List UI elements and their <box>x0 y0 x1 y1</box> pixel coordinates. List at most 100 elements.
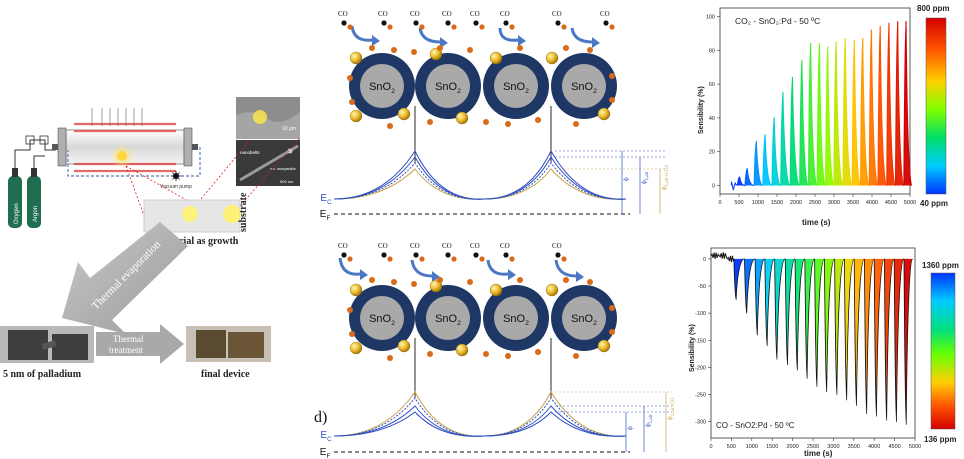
x-tick-label: 5000 <box>909 444 921 450</box>
gas-molecule-label: CO <box>552 10 562 18</box>
oxygen-atom-icon <box>419 256 425 262</box>
chart-bottom-colorbar <box>930 272 956 430</box>
sensor-pulse-line <box>825 46 835 187</box>
sensor-pulse-line <box>833 41 844 187</box>
x-tick-label: 2000 <box>790 200 802 206</box>
sensor-pulse-line <box>762 134 773 187</box>
carbon-atom-icon <box>503 252 509 258</box>
palladium-label: 5 nm of palladium <box>3 369 82 380</box>
x-tick-label: 0 <box>718 200 721 206</box>
oxygen-atom-icon <box>561 24 567 30</box>
carbon-atom-icon <box>341 20 347 26</box>
sensor-pulse-line <box>860 37 870 187</box>
gas-molecule-label: CO <box>600 10 610 18</box>
sensor-pulse-line <box>754 258 766 336</box>
sensor-pulse-line <box>736 176 746 187</box>
pd-nanoparticle <box>545 283 559 297</box>
sensor-pulse-line <box>733 258 745 300</box>
sensor-pulse-line <box>784 258 796 366</box>
panel-letter-d: d) <box>314 409 327 426</box>
x-tick-label: 500 <box>734 200 743 206</box>
chart-bottom: CO - SnO2:Pd - 50 ºC Sensibility (%) tim… <box>689 247 959 458</box>
grain-core <box>494 64 538 108</box>
sensor-pulse-line <box>864 258 875 415</box>
pd-nanoparticle <box>597 339 611 353</box>
sensor-pulse-line <box>853 258 865 406</box>
sem-scale-top: 10 μm <box>282 126 296 132</box>
conduction-band-label: EC <box>320 193 332 206</box>
oxygen-atom-icon <box>451 24 457 30</box>
thermal-treatment-label-2: treatment <box>109 345 143 355</box>
grain-core <box>562 296 606 340</box>
band-curve <box>333 405 627 437</box>
sensor-pulse-line <box>851 39 862 187</box>
carbon-atom-icon <box>603 20 609 26</box>
barrier-phi-label: ϕ1,air <box>640 171 650 184</box>
sensor-pulse-line <box>774 258 786 360</box>
adsorbed-oxygen <box>535 349 541 355</box>
baseline-signal <box>710 252 734 263</box>
x-tick-label: 4000 <box>868 444 880 450</box>
adsorbed-oxygen <box>517 277 523 283</box>
pd-nanoparticle <box>429 47 443 61</box>
palladium-photo <box>0 326 94 363</box>
sensor-pulse-line <box>753 140 764 187</box>
oxygen-atom-icon <box>451 256 457 262</box>
chart-top-title: CO₂ - SnO₂:Pd - 50 ºC <box>735 16 820 26</box>
carbon-atom-icon <box>473 252 479 258</box>
grain-core <box>360 64 404 108</box>
grain-label: SnO2 <box>435 81 461 95</box>
thermal-evaporation-arrow: Thermal evaporation <box>62 222 188 334</box>
chart-bottom-title: CO - SnO2:Pd - 50 ºC <box>716 421 795 430</box>
sensor-pulse-line <box>799 59 810 187</box>
sensor-pulse-line <box>886 22 897 187</box>
gas-molecule-label: CO <box>442 10 452 18</box>
chart-top-ylabel: Sensibility (%) <box>698 86 705 134</box>
barrier-phi-label: ϕ1,air+CO2 <box>660 165 670 190</box>
grain-label: SnO2 <box>435 313 461 327</box>
oxygen-atom-icon <box>347 24 353 30</box>
x-tick-label: 4500 <box>888 444 900 450</box>
sem-image-bottom: nanobelts n.o. nanoparticle 500 nm <box>236 140 300 186</box>
sensor-pulse-line <box>794 258 806 371</box>
sensor-pulse-line <box>834 258 845 396</box>
y-tick-label: 40 <box>709 116 715 122</box>
sem-image-top: 10 μm <box>236 97 300 139</box>
gas-molecule-label: CO <box>338 10 348 18</box>
barrier-phi-label: ϕ1,air+CO <box>666 397 676 420</box>
adsorbed-oxygen <box>505 353 511 359</box>
adsorbed-oxygen <box>517 45 523 51</box>
sensor-pulse-line <box>744 168 755 187</box>
grain-label: SnO2 <box>503 81 529 95</box>
adsorbed-oxygen <box>573 353 579 359</box>
gas-molecule-label: CO <box>470 10 480 18</box>
x-tick-label: 1500 <box>766 444 778 450</box>
x-tick-label: 4500 <box>885 200 897 206</box>
adsorbed-oxygen <box>587 47 593 53</box>
vacuum-pump-icon <box>171 171 181 181</box>
chart-bottom-xlabel: time (s) <box>804 449 833 458</box>
x-tick-label: 2500 <box>807 444 819 450</box>
adsorbed-oxygen <box>467 279 473 285</box>
gas-molecule-label: CO <box>410 10 420 18</box>
band-curve <box>333 411 627 437</box>
barrier-phi-label: ϕ1,air <box>644 414 654 427</box>
adsorbed-oxygen <box>369 45 375 51</box>
conduction-band-label: EC <box>320 430 332 443</box>
baseline-signal <box>730 181 738 191</box>
x-tick-label: 1000 <box>752 200 764 206</box>
sensor-pulse-line <box>789 76 801 187</box>
y-tick-label: -150 <box>695 338 706 344</box>
y-tick-label: 80 <box>709 48 715 54</box>
sem-scale-bottom: 500 nm <box>280 179 294 184</box>
sensor-pulse-line <box>873 258 885 417</box>
pd-nanoparticle <box>429 279 443 293</box>
adsorbed-oxygen <box>437 277 443 283</box>
carbon-atom-icon <box>341 252 347 258</box>
adsorbed-oxygen <box>347 307 353 313</box>
chart-bottom-colorbar-max: 1360 ppm <box>922 261 959 270</box>
pd-nanoparticle <box>455 343 469 357</box>
thermal-treatment-label-1: Thermal <box>113 334 144 344</box>
y-tick-label: 0 <box>712 184 715 190</box>
band-curve <box>333 168 627 200</box>
